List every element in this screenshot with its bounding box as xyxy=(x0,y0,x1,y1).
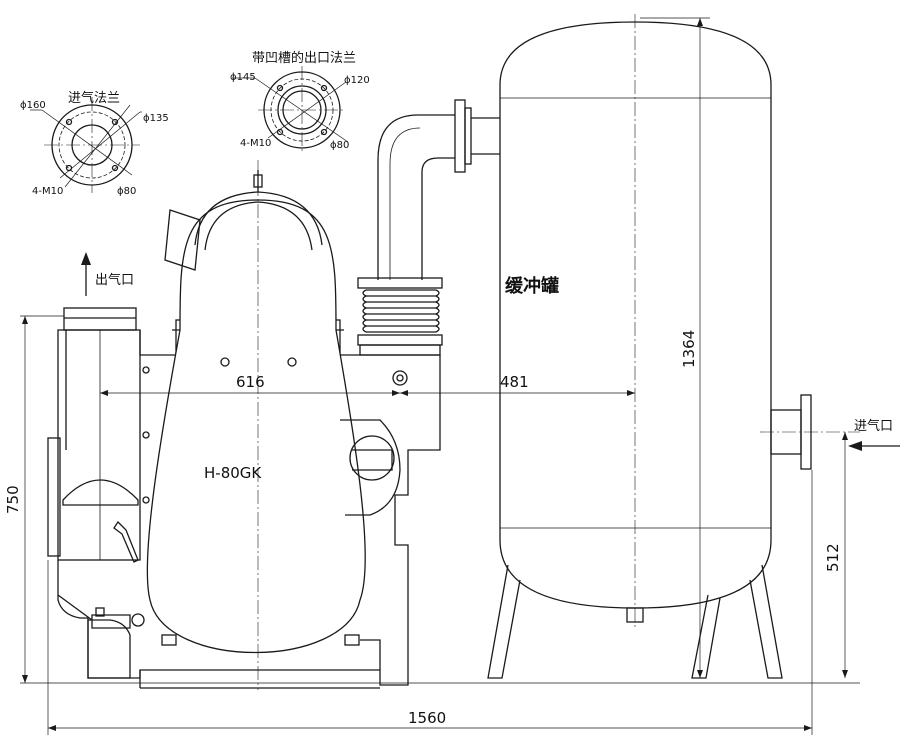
outlet-flange-title: 带凹槽的出口法兰 xyxy=(252,50,356,66)
dim-inlet-height: 512 xyxy=(824,543,842,572)
dim-pump-to-center: 616 xyxy=(236,373,265,391)
pump-body xyxy=(146,199,366,654)
outlet-port-label: 出气口 xyxy=(95,272,134,288)
dim-overall-height: 750 xyxy=(4,485,22,514)
inlet-arrow-icon xyxy=(848,441,900,451)
inlet-flange-bolt-circle xyxy=(58,111,126,179)
buffer-tank xyxy=(487,14,860,679)
outlet-flange-bolt-dia: ϕ120 xyxy=(344,75,370,86)
pump-model-label: H-80GK xyxy=(204,464,262,482)
outlet-flange-outer-dia: ϕ145 xyxy=(230,72,256,83)
inlet-flange-bore-dia: ϕ80 xyxy=(117,186,136,197)
outlet-flange-detail xyxy=(232,66,349,154)
dim-overall-length: 1560 xyxy=(408,709,446,727)
connecting-pipe xyxy=(357,99,500,356)
inlet-flange-detail xyxy=(30,97,142,193)
pump-assembly xyxy=(47,160,441,690)
left-housing xyxy=(57,329,141,561)
dimension-lines xyxy=(20,17,860,735)
buffer-tank-label: 缓冲罐 xyxy=(505,275,559,297)
dim-tank-height: 1364 xyxy=(680,330,698,368)
inlet-flange-outer-dia: ϕ160 xyxy=(20,100,46,111)
outlet-flange-bolts: 4-M10 xyxy=(240,138,271,149)
outlet-flange-bore-dia: ϕ80 xyxy=(330,140,349,151)
outlet-arrow-icon xyxy=(81,252,91,296)
inlet-flange-title: 进气法兰 xyxy=(68,90,120,106)
dim-center-to-tank: 481 xyxy=(500,373,529,391)
inlet-flange-bolt-dia: ϕ135 xyxy=(143,113,169,124)
inlet-port-label: 进气口 xyxy=(854,418,893,434)
inlet-flange-bolts: 4-M10 xyxy=(32,186,63,197)
